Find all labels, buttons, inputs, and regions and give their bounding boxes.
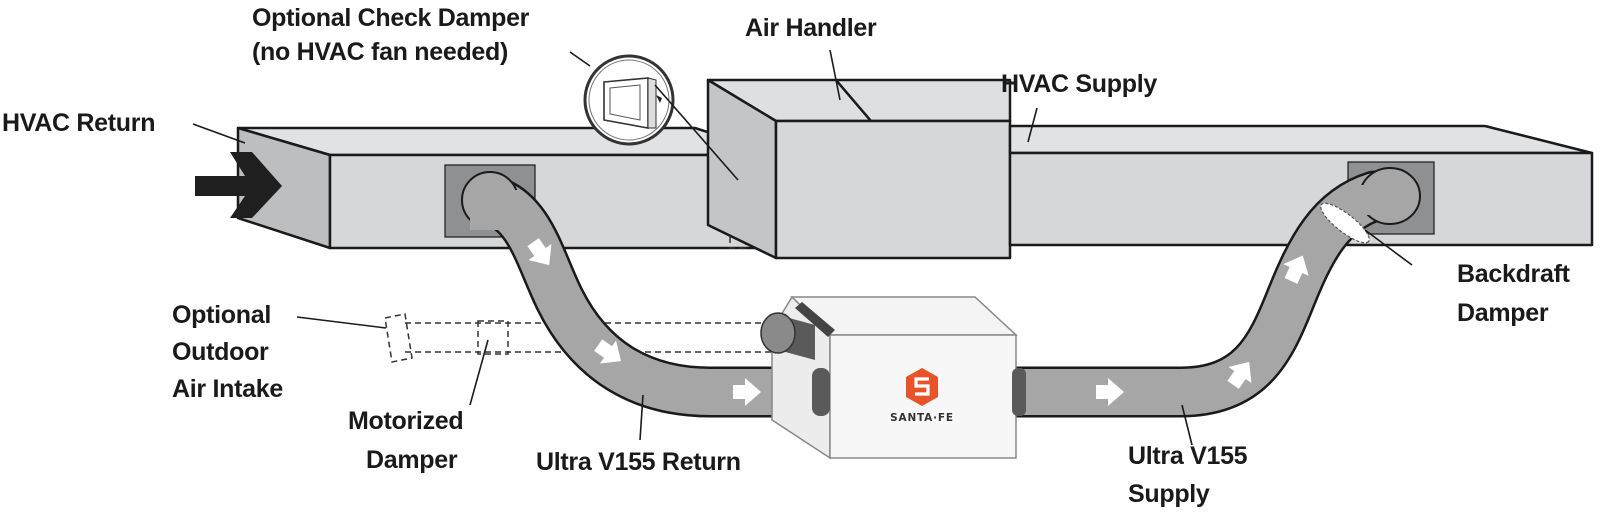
label-v155-return: Ultra V155 Return: [536, 448, 741, 476]
white-chevron-arrow-icon: [527, 238, 552, 266]
supply-collar: [1012, 368, 1026, 416]
label-check-damper-line1: Optional Check Damper: [252, 4, 530, 32]
backdraft-damper-location: [1320, 202, 1370, 244]
black-right-arrow-icon: [195, 152, 282, 218]
santa-fe-ultra-v155-unit: SANTA·FE: [760, 295, 1026, 460]
white-chevron-arrow-icon: [733, 378, 761, 406]
air-handler-front: [774, 119, 1012, 260]
label-outdoor-line1: Optional: [172, 301, 271, 329]
white-chevron-arrow-icon: [1283, 255, 1309, 284]
white-chevron-arrow-icon: [594, 339, 622, 364]
santa-fe-brand-name: SANTA·FE: [890, 412, 954, 424]
label-outdoor-line2: Outdoor: [172, 338, 269, 366]
label-motorized-line2: Damper: [366, 446, 458, 474]
supply-duct-top: [1008, 124, 1594, 155]
label-backdraft-line2: Damper: [1457, 299, 1549, 327]
white-chevron-arrow-icon: [1096, 378, 1124, 406]
damper-hinge: [656, 95, 662, 103]
label-air-handler: Air Handler: [745, 14, 877, 42]
label-hvac-return: HVAC Return: [2, 109, 155, 137]
air-handler-box: [706, 78, 1012, 260]
label-check-damper-line2: (no HVAC fan needed): [252, 38, 508, 66]
check-damper-magnifier: [583, 54, 675, 146]
outdoor-intake-hood: [384, 313, 413, 363]
label-v155-supply-line1: Ultra V155: [1128, 442, 1248, 470]
flow-arrows: [527, 238, 1309, 406]
santa-fe-logo-icon: [906, 368, 938, 406]
label-backdraft-line1: Backdraft: [1457, 260, 1571, 288]
label-v155-supply-line2: Supply: [1128, 480, 1210, 508]
labels: Optional Check Damper (no HVAC fan neede…: [2, 4, 1571, 508]
label-hvac-supply: HVAC Supply: [1001, 70, 1157, 98]
unit-grille: [795, 302, 835, 337]
leader-lines: [192, 49, 1413, 446]
label-outdoor-line3: Air Intake: [172, 375, 283, 403]
return-collar: [812, 368, 830, 416]
motorized-damper-location: [477, 320, 509, 355]
white-chevron-arrow-icon: [1227, 361, 1252, 389]
label-motorized-line1: Motorized: [348, 407, 463, 435]
ultra-v155-return-pipe: [461, 171, 834, 418]
outdoor-intake-collar: [760, 312, 815, 360]
ultra-v155-supply-pipe: [984, 167, 1421, 418]
